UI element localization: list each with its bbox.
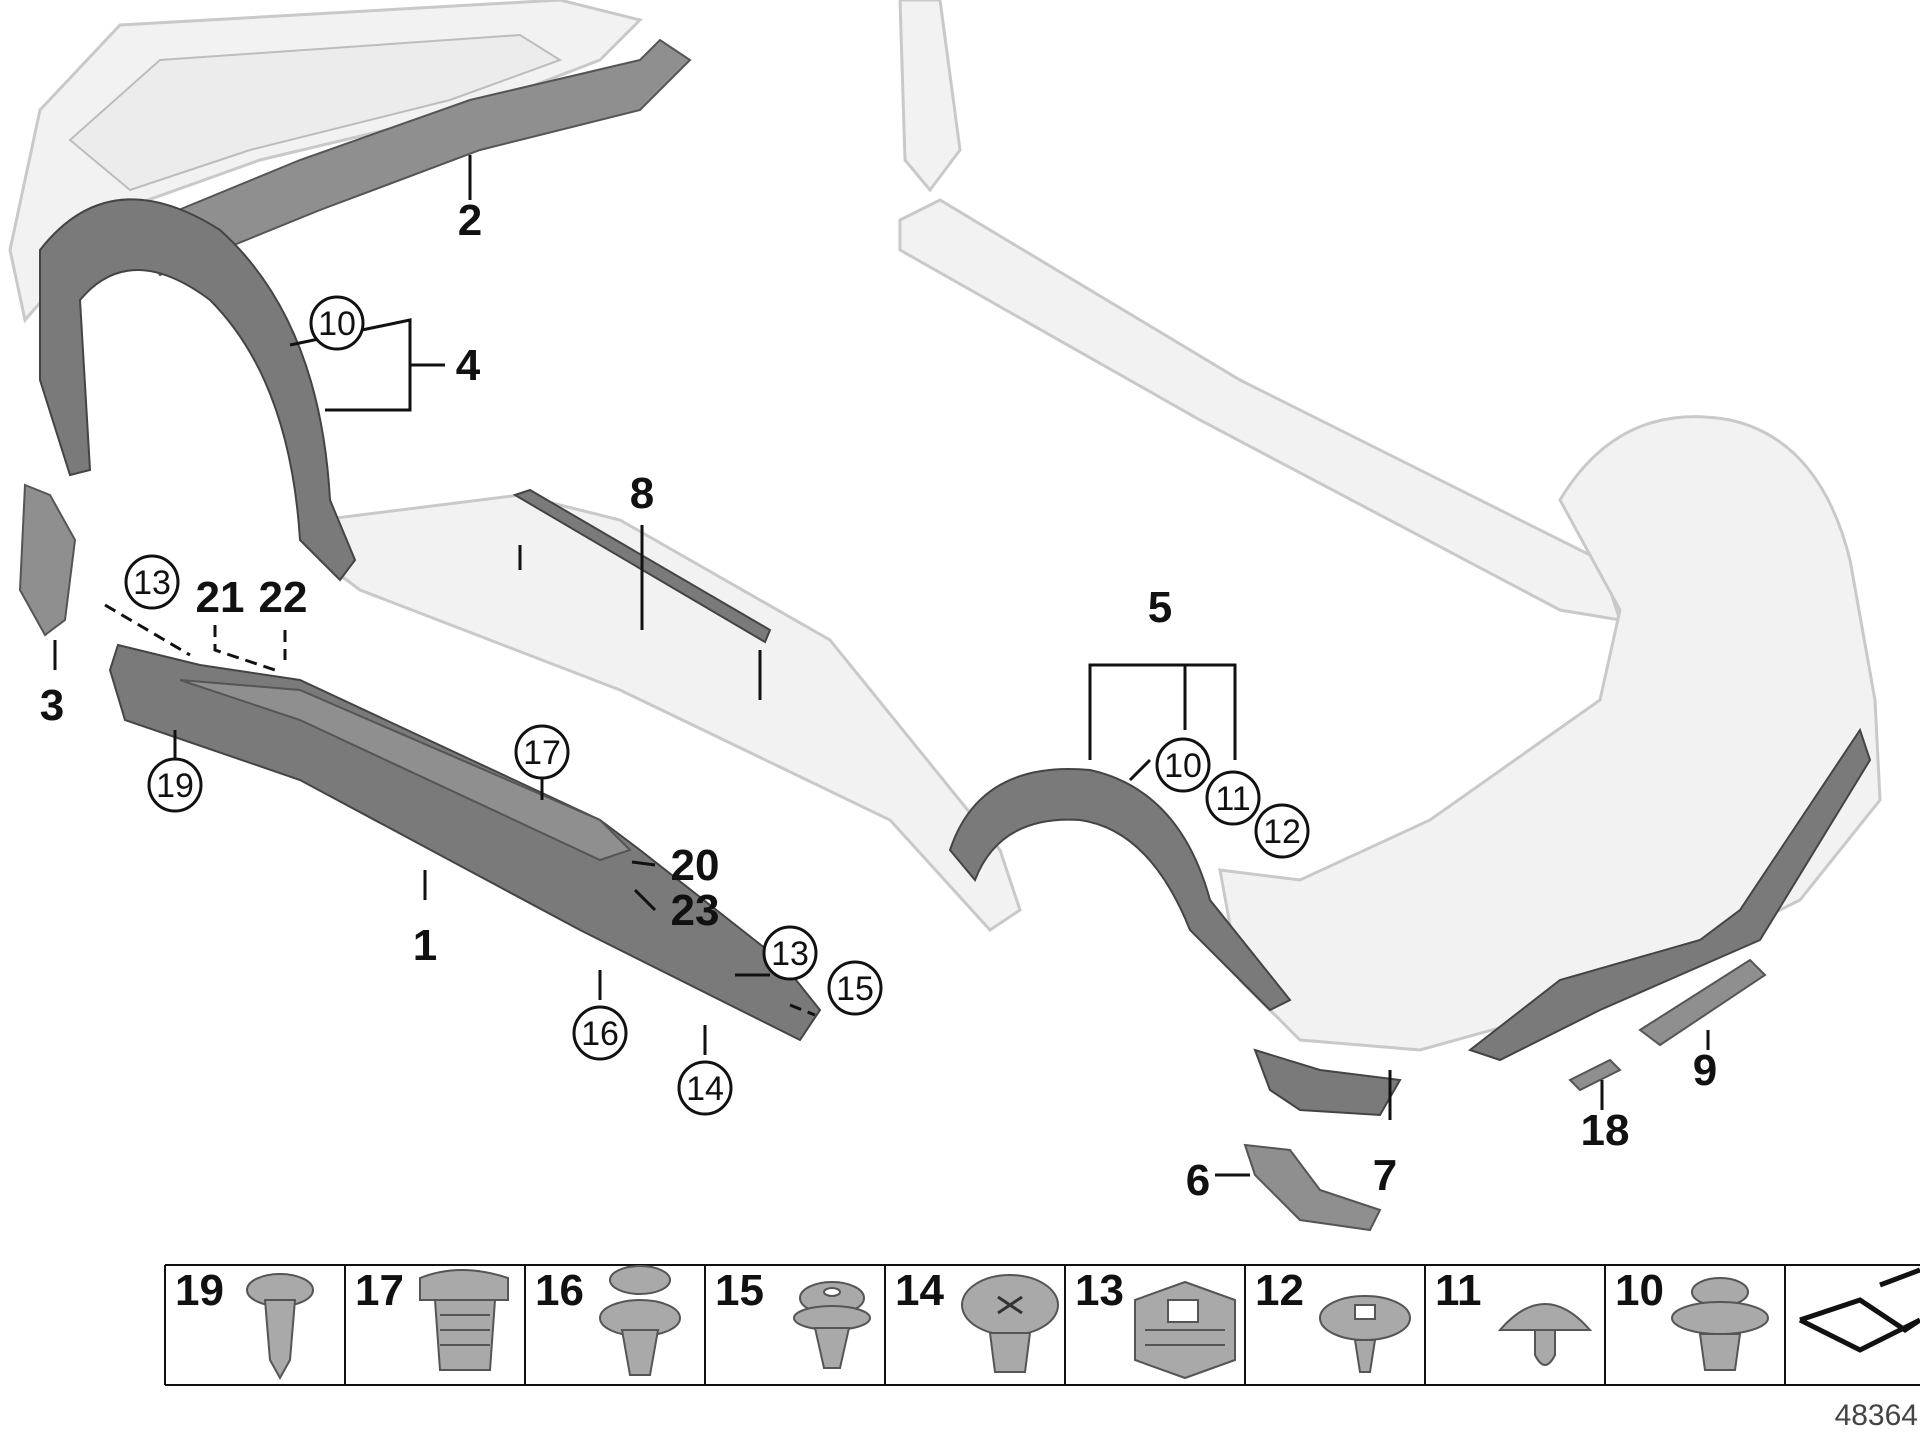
part-4-front-wheel-arch xyxy=(39,198,357,582)
circled-callout-15: 15 xyxy=(827,960,883,1016)
clip-nut-icon xyxy=(1134,1280,1236,1380)
callout-7: 7 xyxy=(1373,1151,1397,1200)
figure-reference-number: 48364 xyxy=(1835,1399,1918,1432)
part-7-rear-diffuser-side xyxy=(1253,1048,1402,1117)
plug-clip-icon xyxy=(1671,1277,1769,1371)
svg-text:14: 14 xyxy=(686,1070,724,1108)
circled-callout-16: 16 xyxy=(572,1005,628,1061)
callout-21: 21 xyxy=(196,573,245,622)
torx-screw-icon xyxy=(1319,1295,1411,1373)
svg-text:19: 19 xyxy=(156,767,194,805)
part-3-mud-flap xyxy=(18,483,77,637)
legend-label-11: 11 xyxy=(1435,1266,1482,1315)
part-1-side-skirt xyxy=(108,643,822,1042)
rear-sill-ghost xyxy=(898,0,1623,622)
direction-arrow-icon xyxy=(1798,1267,1920,1353)
circled-callout-13-rear: 13 xyxy=(762,925,818,981)
callout-2: 2 xyxy=(458,196,482,245)
legend-label-12: 12 xyxy=(1255,1266,1304,1315)
circled-callout-10-front: 10 xyxy=(309,295,365,351)
legend-label-17: 17 xyxy=(355,1266,404,1315)
callout-22: 22 xyxy=(259,573,308,622)
callout-6: 6 xyxy=(1186,1156,1210,1205)
svg-text:13: 13 xyxy=(133,564,171,602)
legend-label-13: 13 xyxy=(1075,1266,1124,1315)
svg-text:10: 10 xyxy=(1164,747,1202,785)
callout-3: 3 xyxy=(40,681,64,730)
svg-text:17: 17 xyxy=(523,734,561,772)
callout-20: 20 xyxy=(671,841,720,890)
circled-callout-12: 12 xyxy=(1254,803,1310,859)
part-9-exhaust-trim xyxy=(1638,958,1767,1047)
part-18-clip-small xyxy=(1568,1058,1622,1092)
svg-text:11: 11 xyxy=(1215,780,1250,818)
screw-rivet-icon xyxy=(961,1274,1059,1373)
legend-label-16: 16 xyxy=(535,1266,584,1315)
callout-4: 4 xyxy=(456,341,481,390)
circled-callout-13-front: 13 xyxy=(124,554,180,610)
expanding-rivet-icon xyxy=(599,1265,681,1376)
push-clip-icon xyxy=(793,1281,871,1369)
callout-1: 1 xyxy=(413,921,437,970)
svg-text:12: 12 xyxy=(1263,813,1301,851)
part-diffuser-center xyxy=(1467,727,1872,1062)
callout-8: 8 xyxy=(630,469,654,518)
legend-label-15: 15 xyxy=(715,1266,764,1315)
part-5-rear-wheel-arch xyxy=(948,768,1292,1012)
legend-label-14: 14 xyxy=(895,1266,944,1315)
push-rivet-icon xyxy=(246,1273,314,1381)
part-6-reflector-bracket xyxy=(1243,1143,1382,1232)
svg-text:16: 16 xyxy=(581,1015,619,1053)
callout-9: 9 xyxy=(1693,1046,1717,1095)
circled-callout-11: 11 xyxy=(1205,770,1261,826)
callout-5: 5 xyxy=(1148,583,1172,632)
front-bumper-ghost xyxy=(8,0,643,324)
rear-bumper-ghost xyxy=(1218,415,1882,1052)
expanding-nut-icon xyxy=(419,1269,509,1371)
part-2-front-bumper-trim xyxy=(128,38,692,277)
fastener-legend: 19 17 16 15 14 13 12 11 10 xyxy=(164,1264,1920,1386)
legend-label-19: 19 xyxy=(175,1266,224,1315)
circled-callout-17: 17 xyxy=(514,724,570,780)
callout-18: 18 xyxy=(1581,1106,1630,1155)
svg-text:10: 10 xyxy=(318,305,356,343)
circled-callout-10-rear: 10 xyxy=(1155,737,1211,793)
circled-callout-14: 14 xyxy=(677,1060,733,1116)
callout-23: 23 xyxy=(671,886,720,935)
svg-text:13: 13 xyxy=(771,935,809,973)
legend-label-10: 10 xyxy=(1615,1266,1664,1315)
mushroom-clip-icon xyxy=(1497,1303,1593,1366)
svg-text:15: 15 xyxy=(836,970,874,1008)
side-sill-ghost xyxy=(318,493,1022,932)
circled-callout-19: 19 xyxy=(147,757,203,813)
